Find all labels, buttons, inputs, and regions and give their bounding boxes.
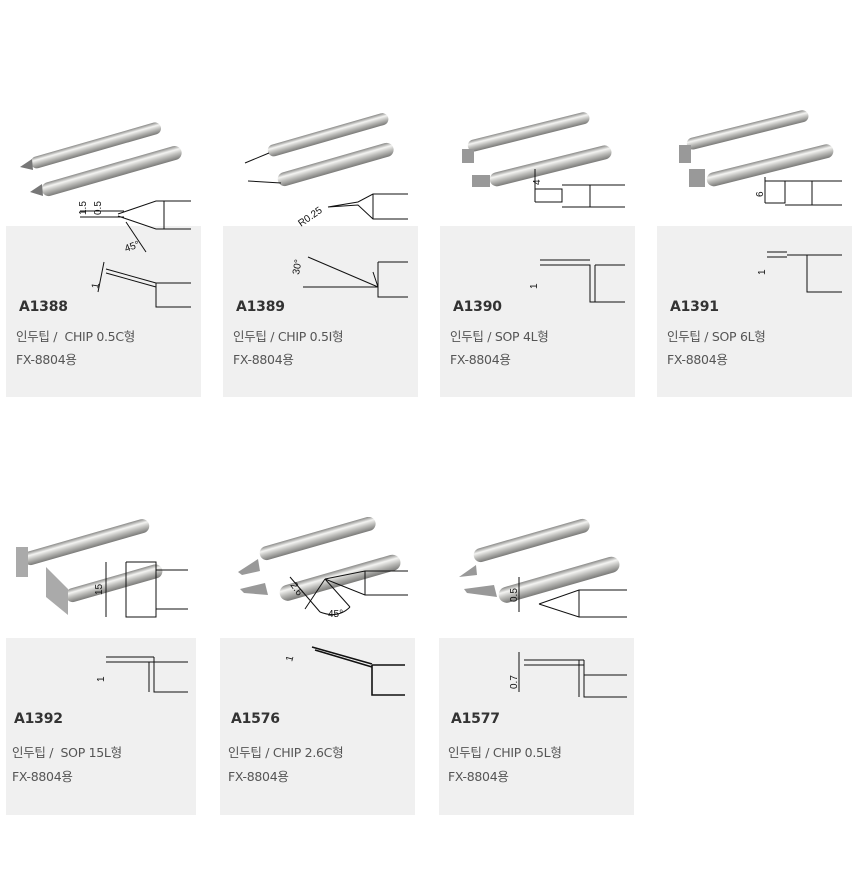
product-description: 인두팁 / CHIP 0.5L형 (448, 745, 562, 760)
dim-label: R0.25 (296, 205, 325, 230)
product-compatibility: FX-8804용 (450, 352, 511, 367)
card-background (439, 638, 634, 815)
tip-rod-upper (679, 110, 809, 163)
dim-label: 1 (284, 654, 296, 663)
product-description: 인두팁 / SOP 6L형 (667, 329, 766, 344)
tip-illustration: 0.5 0.7 (459, 518, 627, 698)
tip-rod-upper (462, 112, 590, 163)
product-compatibility: FX-8804용 (233, 352, 294, 367)
tip-rod-upper (244, 113, 389, 164)
product-description: 인두팁 / SOP 15L형 (12, 745, 122, 760)
product-card-a1390[interactable]: 4 1 A1390 인두팁 / SOP 4L형 FX-8804용 (440, 97, 635, 397)
dim-label: 0.5 (509, 588, 520, 602)
product-card-a1391[interactable]: 6 1 A1391 인두팁 / SOP 6L형 FX-8804용 (657, 97, 852, 397)
tip-illustration: 15 1 (16, 519, 188, 693)
product-card-a1388[interactable]: 1.5 0.5 45° 1 A1388 인두팁 / CHIP 0.5C형 FX-… (6, 97, 201, 397)
card-background (223, 226, 418, 397)
tip-rod-lower (247, 142, 394, 187)
dim-label: 1 (90, 282, 102, 290)
product-code[interactable]: A1577 (451, 711, 500, 727)
product-code[interactable]: A1576 (231, 711, 280, 727)
dim-label: 45° (328, 609, 343, 620)
product-compatibility: FX-8804용 (667, 352, 728, 367)
product-card-a1389[interactable]: R0.25 30° A1389 인두팁 / CHIP 0.5I형 FX-8804… (223, 97, 418, 397)
dim-label: 1 (757, 269, 768, 275)
product-description: 인두팁 / CHIP 0.5I형 (233, 329, 344, 344)
dim-label: 6 (755, 191, 766, 197)
tip-illustration: 4 1 (462, 112, 625, 303)
tip-rod-upper (16, 519, 150, 577)
product-compatibility: FX-8804용 (228, 769, 289, 784)
tip-illustration: 1.5 0.5 45° 1 (20, 122, 191, 308)
product-code[interactable]: A1388 (19, 299, 68, 315)
tip-rod-upper (459, 518, 590, 577)
dim-label: 1 (529, 283, 540, 289)
product-card-a1577[interactable]: 0.5 0.7 A1577 인두팁 / CHIP 0.5L형 FX-8804용 (439, 517, 634, 815)
product-compatibility: FX-8804용 (12, 769, 73, 784)
tip-rod-lower (689, 144, 834, 187)
tip-rod-upper (20, 122, 162, 170)
dim-label: 0.5 (93, 201, 104, 215)
tip-rod-lower (46, 564, 163, 615)
product-card-a1576[interactable]: 2.6 45° 1 A1576 인두팁 / CHIP 2.6C형 FX-8804… (220, 517, 415, 815)
product-code[interactable]: A1390 (453, 299, 502, 315)
product-code[interactable]: A1392 (14, 711, 63, 727)
tip-illustration: R0.25 30° (244, 113, 408, 298)
dim-label: 30° (291, 259, 304, 276)
dim-label: 0.7 (509, 675, 520, 689)
product-card-a1392[interactable]: 15 1 A1392 인두팁 / SOP 15L형 FX-8804용 (6, 517, 196, 815)
card-background (220, 638, 415, 815)
dim-label: 4 (532, 179, 543, 185)
tip-rod-lower (472, 145, 612, 187)
tip-illustration: 2.6 45° 1 (238, 517, 408, 696)
product-compatibility: FX-8804용 (16, 352, 77, 367)
product-code[interactable]: A1389 (236, 299, 285, 315)
dim-label: 45° (123, 239, 141, 255)
product-description: 인두팁 / CHIP 2.6C형 (228, 745, 344, 760)
dim-label: 1 (96, 676, 107, 682)
card-background (6, 638, 196, 815)
tip-illustration: 6 1 (679, 110, 842, 293)
product-description: 인두팁 / CHIP 0.5C형 (16, 329, 135, 344)
product-compatibility: FX-8804용 (448, 769, 509, 784)
tip-rod-lower (464, 556, 620, 603)
product-code[interactable]: A1391 (670, 299, 719, 315)
product-description: 인두팁 / SOP 4L형 (450, 329, 549, 344)
card-background (6, 226, 201, 397)
dim-label: 1.5 (78, 201, 89, 215)
tip-rod-lower (30, 145, 182, 197)
tip-rod-lower (240, 554, 401, 601)
dim-label: 15 (94, 583, 105, 595)
card-background (440, 226, 635, 397)
tip-rod-upper (238, 517, 376, 575)
